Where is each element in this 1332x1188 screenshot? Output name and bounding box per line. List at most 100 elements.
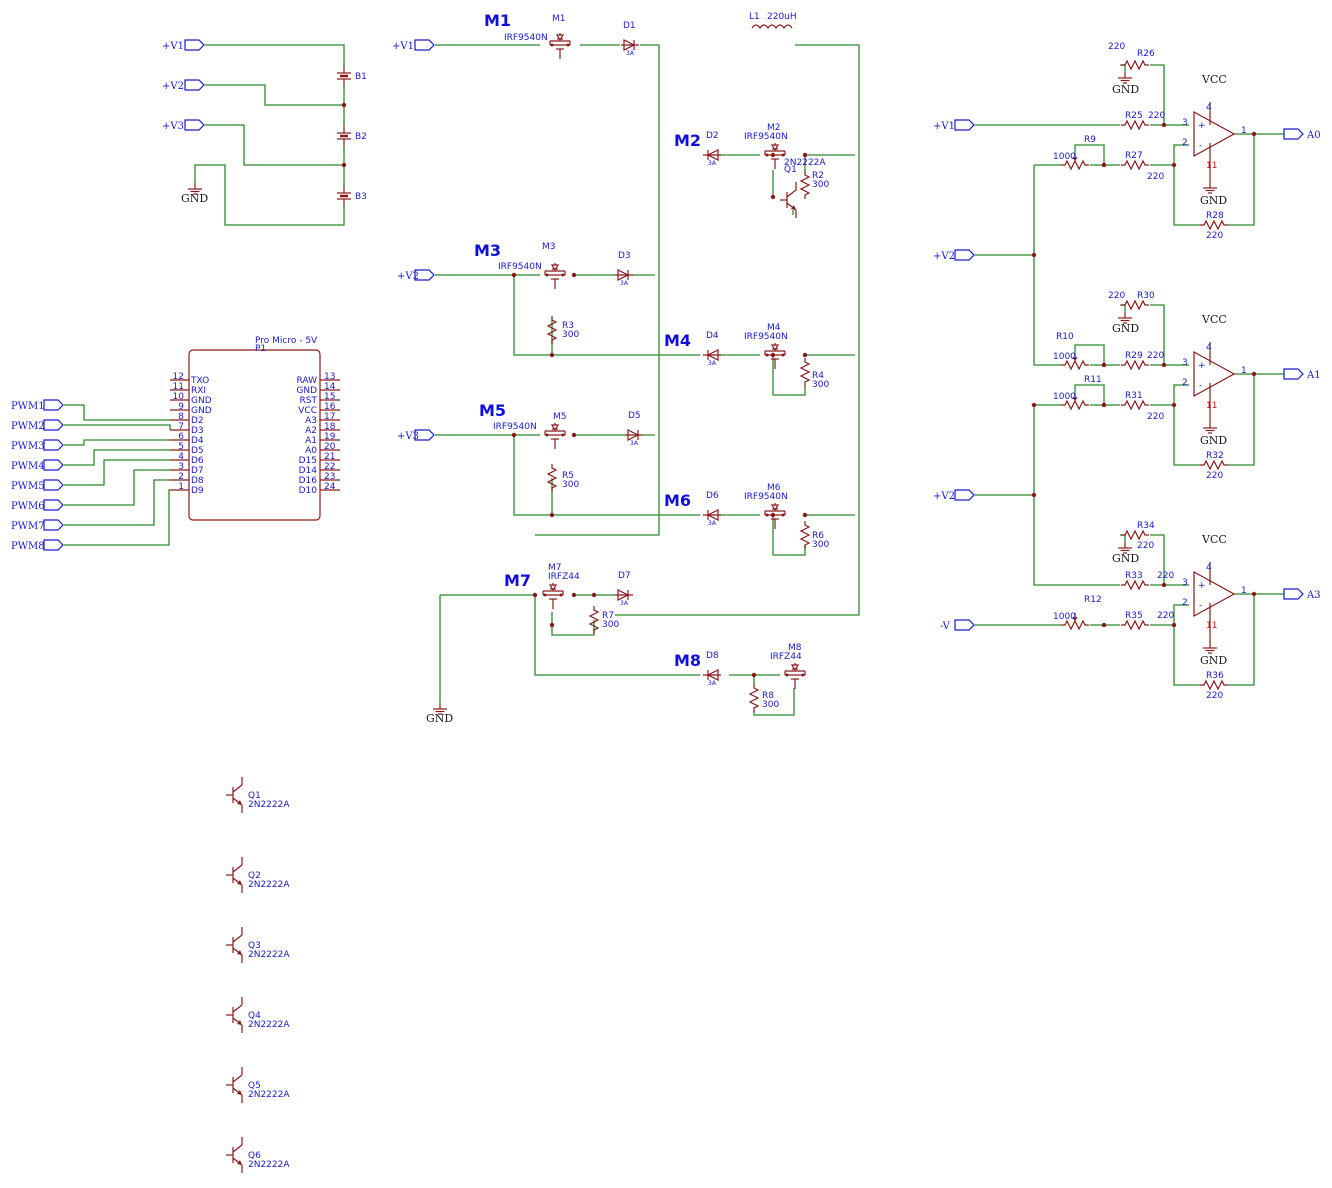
output-port-label: A0 bbox=[1306, 130, 1321, 141]
resistor-ref: R30 bbox=[1137, 291, 1155, 301]
output-port-label: A3 bbox=[1306, 590, 1321, 601]
header-pin-number: 5 bbox=[178, 442, 184, 452]
junction-dot bbox=[1101, 162, 1107, 168]
pwm-port-label: PWM8 bbox=[11, 541, 45, 552]
pwm-port-shape bbox=[43, 519, 64, 531]
resistor-value: 220 bbox=[1206, 471, 1223, 481]
header-pin-number: 10 bbox=[173, 392, 185, 402]
gate-resistor-value: 300 bbox=[812, 540, 829, 550]
opamp-pin-number: 2 bbox=[1182, 378, 1188, 388]
resistor-symbol bbox=[1120, 400, 1150, 410]
header-pin-number: 23 bbox=[324, 472, 335, 482]
opamp-pin-number: 1 bbox=[1241, 126, 1247, 136]
input-port-shape bbox=[954, 249, 975, 261]
diode-rating: 3A bbox=[708, 680, 717, 687]
header-pin-number: 20 bbox=[324, 442, 336, 452]
header-pin-number: 19 bbox=[324, 432, 336, 442]
output-port-shape bbox=[1283, 128, 1304, 140]
header-pin-name: RST bbox=[300, 396, 318, 406]
opamp-pin-number: 2 bbox=[1182, 138, 1188, 148]
diode-symbol bbox=[702, 669, 722, 681]
header-pin-name: TXO bbox=[190, 376, 209, 386]
q1-inline-ref: Q1 bbox=[784, 165, 797, 175]
mosfet-symbol bbox=[784, 662, 806, 690]
resistor-ref: R26 bbox=[1137, 49, 1155, 59]
diode-rating: 3A bbox=[626, 50, 635, 57]
junction-dot bbox=[1161, 582, 1167, 588]
output-port-shape bbox=[1283, 588, 1304, 600]
junction-dot bbox=[571, 432, 577, 438]
mosfet-symbol bbox=[549, 32, 571, 60]
gate-resistor-value: 300 bbox=[562, 480, 579, 490]
opamp-plus-sign: + bbox=[1198, 581, 1206, 591]
switch-title: M8 bbox=[674, 651, 701, 670]
junction-dot bbox=[1171, 162, 1177, 168]
header-pin-number: 17 bbox=[324, 412, 335, 422]
header-pin-number: 8 bbox=[178, 412, 184, 422]
junction-dot bbox=[770, 152, 776, 158]
opamp-pin-number: 1 bbox=[1241, 586, 1247, 596]
diode-rating: 3A bbox=[630, 440, 639, 447]
pwm-port-shape bbox=[43, 499, 64, 511]
opamp-pin-number: 3 bbox=[1182, 118, 1188, 128]
header-pin-name: GND bbox=[191, 396, 212, 406]
transistor-symbol bbox=[225, 996, 243, 1034]
output-port-label: A1 bbox=[1306, 370, 1321, 381]
vcc-label: VCC bbox=[1201, 73, 1227, 86]
resistor-symbol bbox=[1199, 680, 1229, 690]
mosfet-part: IRF9540N bbox=[744, 332, 788, 342]
gnd-label: GND bbox=[1200, 654, 1227, 667]
resistor-value: 220 bbox=[1108, 291, 1125, 301]
header-pin-name: D4 bbox=[191, 436, 204, 446]
gate-resistor-symbol bbox=[800, 170, 810, 200]
mosfet-ref: M8 bbox=[788, 643, 802, 653]
diode-symbol bbox=[614, 269, 634, 281]
header-pin-name: D7 bbox=[191, 466, 204, 476]
junction-dot bbox=[1161, 122, 1167, 128]
resistor-symbol bbox=[1120, 360, 1150, 370]
gnd-symbol bbox=[1202, 181, 1218, 194]
pwm-port-label: PWM7 bbox=[11, 521, 45, 532]
resistor-ref: R25 bbox=[1125, 111, 1143, 121]
gate-resistor-ref: R6 bbox=[812, 531, 824, 541]
mosfet-symbol bbox=[544, 262, 566, 290]
mosfet-part: IRFZ44 bbox=[770, 652, 802, 662]
resistor-symbol bbox=[1120, 620, 1150, 630]
opamp-pin-number: 11 bbox=[1206, 401, 1217, 411]
junction-dot bbox=[591, 592, 597, 598]
opamp-plus-sign: + bbox=[1198, 361, 1206, 371]
gnd-symbol bbox=[1202, 641, 1218, 654]
transistor-ref: Q1 bbox=[248, 791, 261, 801]
potentiometer-ref: R9 bbox=[1084, 135, 1096, 145]
resistor-value: 220 bbox=[1108, 42, 1125, 52]
transistor-part: 2N2222A bbox=[248, 880, 290, 890]
header-pin-number: 11 bbox=[173, 382, 184, 392]
mosfet-symbol bbox=[764, 342, 786, 370]
pwm-port-label: PWM6 bbox=[11, 501, 45, 512]
pwm-port-shape bbox=[43, 439, 64, 451]
header-title: Pro Micro - 5V bbox=[255, 336, 318, 346]
gnd-label: GND bbox=[1200, 434, 1227, 447]
header-pin-name: D9 bbox=[191, 486, 204, 496]
vcc-label: VCC bbox=[1201, 533, 1227, 546]
gate-resistor-value: 300 bbox=[812, 380, 829, 390]
diode-ref: D7 bbox=[618, 571, 631, 581]
junction-dot bbox=[1101, 402, 1107, 408]
junction-dot bbox=[1031, 402, 1037, 408]
resistor-ref: R36 bbox=[1206, 671, 1224, 681]
diode-ref: D3 bbox=[618, 251, 631, 261]
q1-inline-part: 2N2222A bbox=[784, 158, 826, 168]
transistor-symbol bbox=[225, 1066, 243, 1104]
diode-ref: D8 bbox=[706, 651, 719, 661]
opamp-pin-number: 3 bbox=[1182, 578, 1188, 588]
header-pin-name: A2 bbox=[305, 426, 317, 436]
diode-symbol bbox=[702, 349, 722, 361]
port-v1: +V1 bbox=[162, 41, 184, 52]
diode-symbol bbox=[624, 429, 644, 441]
junction-dot bbox=[1171, 402, 1177, 408]
diode-symbol bbox=[702, 509, 722, 521]
opamp-minus-sign: - bbox=[1199, 601, 1202, 611]
mosfet-ref: M4 bbox=[767, 323, 781, 333]
